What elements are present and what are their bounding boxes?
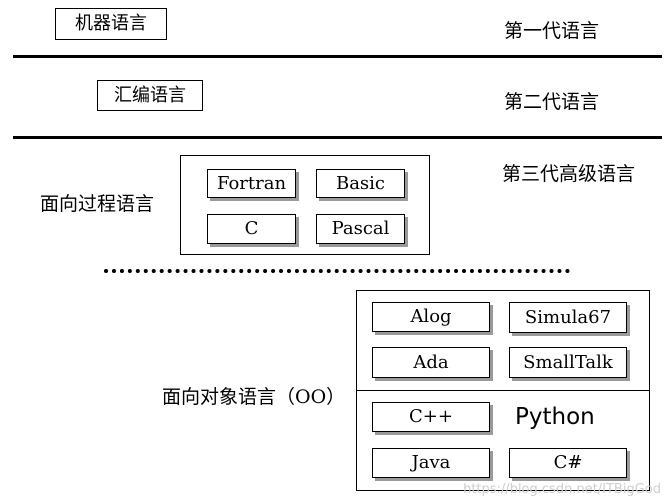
assembly-language-box: 汇编语言 [97,80,203,111]
lang-alog-box: Alog [372,302,490,332]
lang-basic-box: Basic [316,169,405,198]
dotted-separator [104,269,570,273]
lang-python-text: Python [515,404,595,430]
lang-java-text: Java [411,452,451,473]
lang-pascal-text: Pascal [331,218,390,239]
lang-ada-box: Ada [372,347,490,378]
lang-ada-text: Ada [413,351,449,373]
second-generation-label: 第二代语言 [504,91,600,113]
lang-fortran-box: Fortran [207,169,296,198]
object-oriented-language-label: 面向对象语言（OO） [162,386,346,408]
assembly-language-text: 汇编语言 [114,84,186,106]
lang-c-box: C [207,214,296,244]
divider-second-third [13,136,662,139]
lang-csharp-text: C# [553,452,583,473]
lang-simula67-text: Simula67 [524,306,612,328]
watermark-text: https://blog.csdn.net/ITBigGod [463,482,661,497]
lang-c-text: C [244,218,259,239]
third-generation-label: 第三代高级语言 [502,163,636,185]
lang-alog-text: Alog [410,306,452,327]
lang-basic-text: Basic [335,172,386,194]
divider-first-second [13,55,662,58]
first-generation-label: 第一代语言 [504,20,600,42]
lang-fortran-text: Fortran [216,172,287,194]
lang-smalltalk-text: SmallTalk [523,351,613,373]
lang-smalltalk-box: SmallTalk [509,347,627,378]
object-oriented-panel-divider [356,390,650,391]
lang-pascal-box: Pascal [316,214,405,244]
lang-simula67-box: Simula67 [509,302,627,333]
procedural-language-label: 面向过程语言 [40,193,155,215]
machine-language-box: 机器语言 [55,8,167,40]
lang-cpp-box: C++ [372,402,490,432]
lang-java-box: Java [372,448,490,478]
lang-csharp-box: C# [509,448,627,478]
lang-cpp-text: C++ [409,406,453,427]
machine-language-text: 机器语言 [75,13,147,34]
